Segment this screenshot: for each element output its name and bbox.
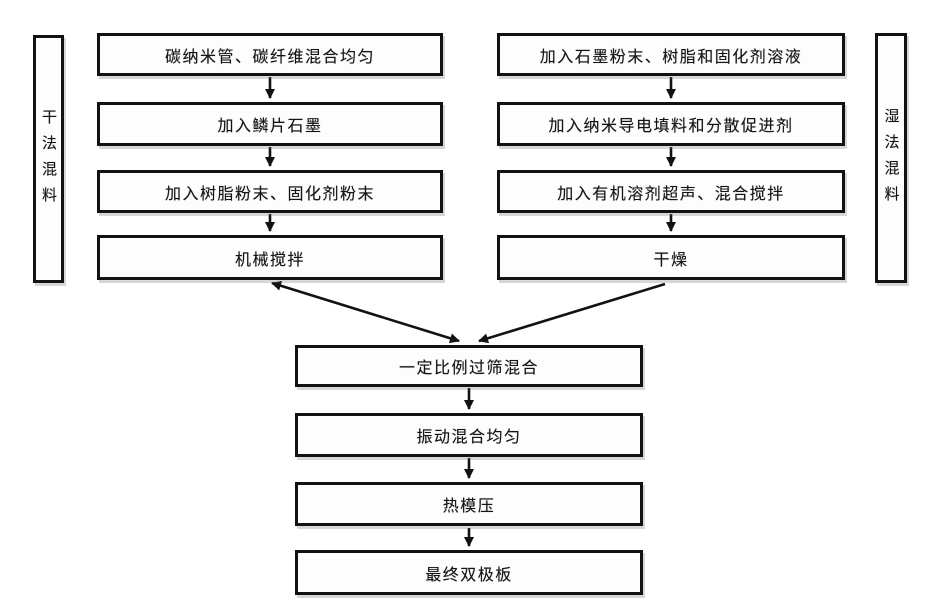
wet-step-4: 干燥 [497,235,845,280]
dry-step-4: 机械搅拌 [97,235,443,280]
dry-step-1: 碳纳米管、碳纤维混合均匀 [97,33,443,76]
dry-step-3: 加入树脂粉末、固化剂粉末 [97,170,443,213]
arrow-wet-to-combined [478,282,666,344]
wet-step-2: 加入纳米导电填料和分散促进剂 [497,102,845,146]
wet-step-1: 加入石墨粉末、树脂和固化剂溶液 [497,33,845,76]
arrow-dry-to-combined [271,280,460,344]
combined-step-1: 一定比例过筛混合 [295,345,643,387]
wet-group-label: 湿法混料 [875,33,907,283]
combined-step-4: 最终双极板 [295,550,643,595]
dry-group-label: 干法混料 [33,35,64,283]
combined-step-3: 热模压 [295,482,643,526]
dry-step-2: 加入鳞片石墨 [97,102,443,146]
wet-step-3: 加入有机溶剂超声、混合搅拌 [497,170,845,213]
combined-step-2: 振动混合均匀 [295,413,643,457]
